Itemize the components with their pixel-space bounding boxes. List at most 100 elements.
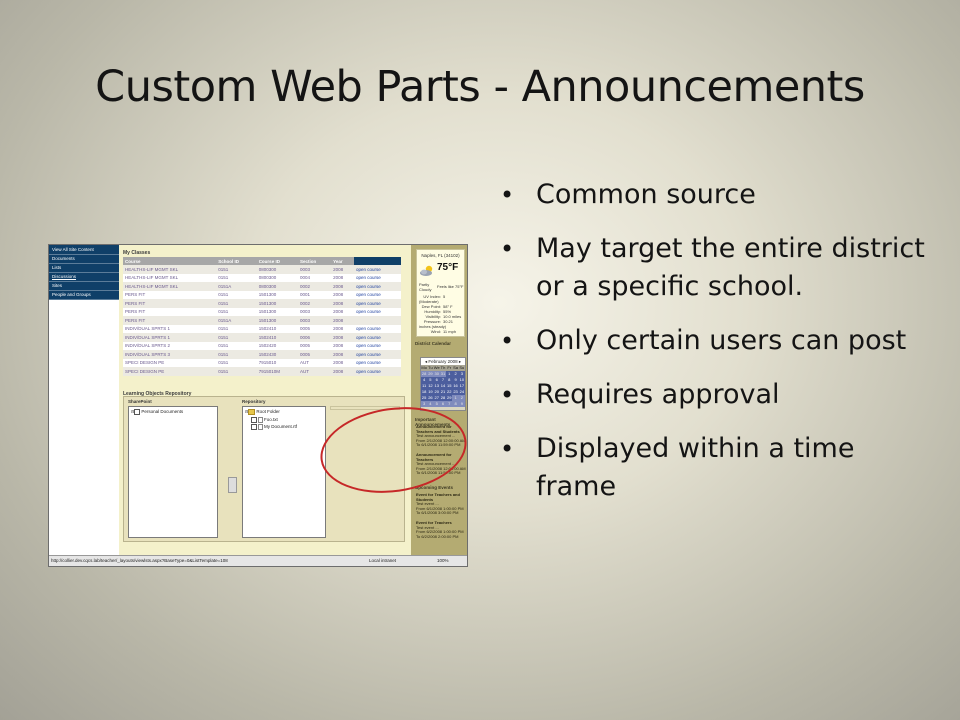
calendar-date[interactable]: 24: [458, 389, 465, 395]
calendar-date[interactable]: 3: [458, 371, 465, 377]
open-course-link[interactable]: [353, 316, 401, 325]
calendar-date[interactable]: 20: [433, 389, 440, 395]
tree-item-personal-documents[interactable]: ⊟Personal Documents: [131, 409, 184, 415]
calendar-date[interactable]: 7: [439, 377, 447, 383]
calendar-date[interactable]: 9: [452, 377, 459, 383]
calendar-date[interactable]: 29: [427, 371, 434, 377]
browser-status-bar: http://collier.dev.cqcs.lab/teacher/_lay…: [49, 555, 467, 566]
transfer-scroll-handle[interactable]: [228, 477, 237, 493]
col-course-id[interactable]: Course ID: [256, 257, 298, 265]
table-cell: PERS FIT: [123, 307, 217, 316]
calendar-date[interactable]: 3: [421, 401, 428, 407]
open-course-link[interactable]: open course: [353, 299, 401, 308]
calendar-date[interactable]: 12: [427, 383, 434, 389]
calendar-date[interactable]: 25: [421, 395, 428, 401]
open-course-link[interactable]: open course: [353, 282, 401, 291]
calendar-date[interactable]: 8: [446, 377, 453, 383]
open-course-link[interactable]: open course: [353, 290, 401, 299]
col-year[interactable]: Year: [331, 257, 354, 265]
event-item[interactable]: Event for Teachers Test event ... From 6…: [416, 520, 464, 539]
nav-item-documents[interactable]: Documents: [49, 255, 119, 264]
calendar-date[interactable]: 4: [421, 377, 428, 383]
checkbox-icon[interactable]: [251, 424, 257, 430]
nav-item-people[interactable]: People and Groups: [49, 291, 119, 300]
table-cell: HEALTHS-LIF MGMT SKL: [123, 265, 217, 274]
tree-item-file[interactable]: Foo.txt: [251, 417, 278, 423]
open-course-link[interactable]: open course: [353, 333, 401, 342]
col-section[interactable]: Section: [297, 257, 332, 265]
checkbox-icon[interactable]: [251, 417, 257, 423]
calendar-date[interactable]: 2: [452, 371, 459, 377]
table-cell: 1501300: [256, 316, 298, 325]
calendar-date[interactable]: 28: [439, 395, 447, 401]
calendar-date[interactable]: 23: [452, 389, 459, 395]
checkbox-icon[interactable]: [134, 409, 141, 415]
nav-item-view-all[interactable]: View All Site Content: [49, 246, 119, 255]
table-cell: 0151: [216, 350, 257, 359]
zoom-level[interactable]: 100%: [437, 558, 449, 563]
repository-panel: SharePoint ⊟Personal Documents Repositor…: [123, 396, 405, 542]
classes-table: Course School ID Course ID Section Year …: [123, 257, 401, 376]
calendar-date[interactable]: 15: [446, 383, 453, 389]
table-cell: 0800300: [256, 282, 298, 291]
nav-item-lists[interactable]: Lists: [49, 264, 119, 273]
calendar-date[interactable]: 29: [446, 395, 453, 401]
open-course-link[interactable]: open course: [353, 341, 401, 350]
bullet-item: Displayed within a time frame: [500, 430, 940, 506]
calendar-date[interactable]: 5: [433, 401, 440, 407]
calendar-date[interactable]: 5: [427, 377, 434, 383]
calendar-date[interactable]: 22: [446, 389, 453, 395]
calendar-date[interactable]: 1: [446, 371, 453, 377]
calendar-date[interactable]: 26: [427, 395, 434, 401]
calendar-date[interactable]: 14: [439, 383, 447, 389]
repository-pane[interactable]: ⊟Root Folder Foo.txt My Document.rtf: [242, 406, 326, 538]
calendar-date[interactable]: 18: [421, 389, 428, 395]
tree-item-root-folder[interactable]: ⊟Root Folder: [245, 409, 280, 415]
calendar-date[interactable]: 27: [433, 395, 440, 401]
prev-month-icon[interactable]: ◂: [424, 359, 428, 364]
nav-item-sites[interactable]: Sites: [49, 282, 119, 291]
open-course-link[interactable]: open course: [353, 307, 401, 316]
next-month-icon[interactable]: ▸: [458, 359, 462, 364]
status-url: http://collier.dev.cqcs.lab/teacher/_lay…: [51, 558, 228, 563]
announcement-item[interactable]: Announcement for Teachers and Students T…: [416, 424, 466, 447]
announcement-item[interactable]: Announcement for Teachers Test announcem…: [416, 452, 466, 475]
open-course-link[interactable]: open course: [353, 350, 401, 359]
table-cell: 0151: [216, 307, 257, 316]
open-course-link[interactable]: open course: [353, 367, 401, 376]
calendar-date[interactable]: 9: [458, 401, 465, 407]
calendar-date[interactable]: 17: [458, 383, 465, 389]
calendar-date[interactable]: 13: [433, 383, 440, 389]
calendar-date[interactable]: 28: [421, 371, 428, 377]
open-course-link[interactable]: open course: [353, 358, 401, 367]
open-course-link[interactable]: open course: [353, 324, 401, 333]
calendar-date[interactable]: 16: [452, 383, 459, 389]
calendar-date[interactable]: 21: [439, 389, 447, 395]
table-cell: 0003: [297, 307, 332, 316]
col-school-id[interactable]: School ID: [216, 257, 257, 265]
calendar-date[interactable]: 2: [458, 395, 465, 401]
weather-stats: UV Index:5 (Moderate) Dew Point:58° F Hu…: [419, 294, 462, 334]
table-cell: PERS FIT: [123, 316, 217, 325]
calendar-date[interactable]: 19: [427, 389, 434, 395]
table-cell: 1501300: [256, 307, 298, 316]
table-cell: 0151: [216, 358, 257, 367]
col-course[interactable]: Course: [123, 257, 217, 265]
calendar-date[interactable]: 7: [446, 401, 453, 407]
calendar-date[interactable]: 31: [439, 371, 447, 377]
open-course-link[interactable]: open course: [353, 265, 401, 274]
tree-item-file[interactable]: My Document.rtf: [251, 424, 297, 430]
calendar-date[interactable]: 6: [433, 377, 440, 383]
calendar-date[interactable]: 6: [439, 401, 447, 407]
calendar-date[interactable]: 8: [452, 401, 459, 407]
calendar-date[interactable]: 30: [433, 371, 440, 377]
nav-item-discussions[interactable]: Discussions: [49, 273, 119, 282]
event-item[interactable]: Event for Teachers and Students Test eve…: [416, 492, 464, 515]
calendar-date[interactable]: 1: [452, 395, 459, 401]
calendar-date[interactable]: 10: [458, 377, 465, 383]
open-course-link[interactable]: open course: [353, 273, 401, 282]
calendar-date[interactable]: 11: [421, 383, 428, 389]
calendar-date[interactable]: 4: [427, 401, 434, 407]
sharepoint-pane[interactable]: ⊟Personal Documents: [128, 406, 218, 538]
